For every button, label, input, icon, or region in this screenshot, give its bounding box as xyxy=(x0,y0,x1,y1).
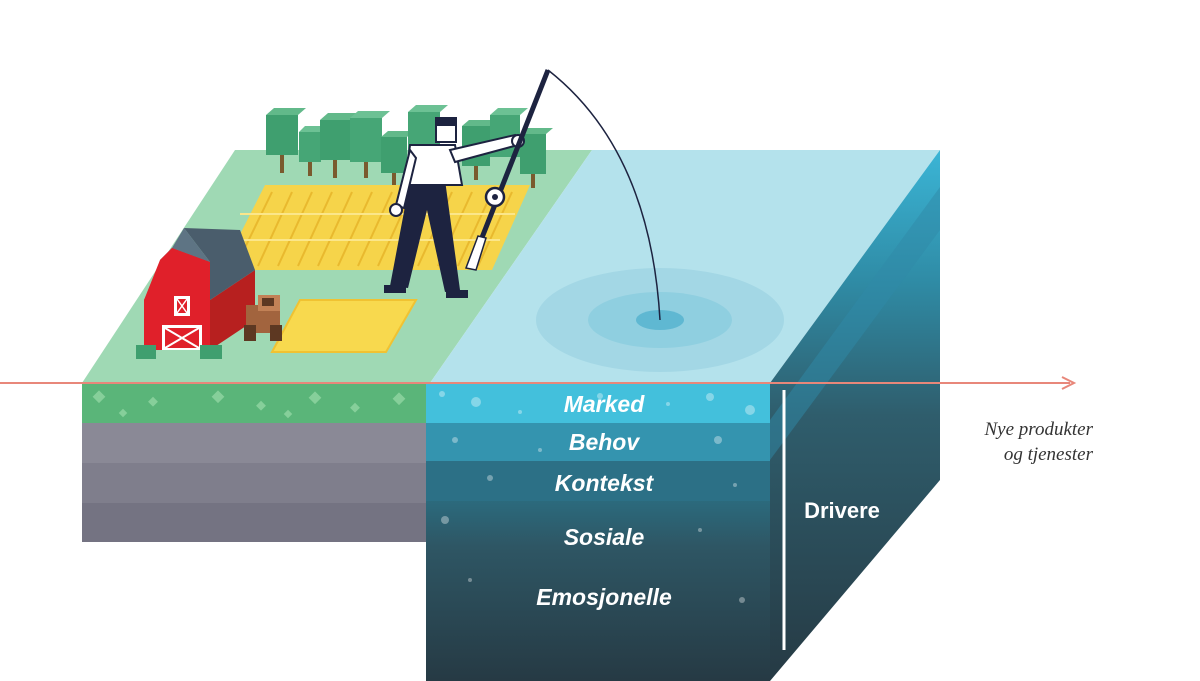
tree-icon xyxy=(320,113,358,178)
tree-icon xyxy=(381,131,414,185)
fishing-rod-icon xyxy=(464,69,551,271)
tractor-icon xyxy=(244,295,282,341)
arrow-label-line2: og tjenester xyxy=(1004,444,1094,465)
hay-patch xyxy=(270,299,418,353)
bush-icon xyxy=(136,345,156,359)
layer-label-sosiale: Sosiale xyxy=(564,524,645,550)
tree-icon xyxy=(299,126,327,176)
drivers-label: Drivere xyxy=(804,498,880,523)
layer-label-emosjonelle: Emosjonelle xyxy=(536,584,672,610)
timeline-arrow xyxy=(0,376,1077,390)
water-surface-layer xyxy=(426,383,770,423)
rock-layer-2 xyxy=(82,463,430,503)
rock-layer-1 xyxy=(82,423,430,463)
water-bubbles xyxy=(439,391,755,603)
tree-icon xyxy=(266,108,306,173)
layer-label-kontekst: Kontekst xyxy=(555,470,655,496)
soil-grass-layer xyxy=(82,383,430,423)
arrow-label-line1: Nye produkter xyxy=(983,419,1093,440)
tree-icon xyxy=(350,111,390,178)
layer-label-marked: Marked xyxy=(564,391,645,417)
layer-label-behov: Behov xyxy=(569,429,641,455)
water-side-stripe xyxy=(770,187,940,460)
rock-layer-3 xyxy=(82,503,430,542)
fishing-line xyxy=(547,69,661,321)
bush-icon xyxy=(200,345,222,359)
water-layer-2 xyxy=(426,423,770,461)
water-layer-3 xyxy=(426,461,770,501)
barn-icon xyxy=(144,228,255,350)
farm xyxy=(136,69,661,359)
person-icon xyxy=(384,117,525,298)
